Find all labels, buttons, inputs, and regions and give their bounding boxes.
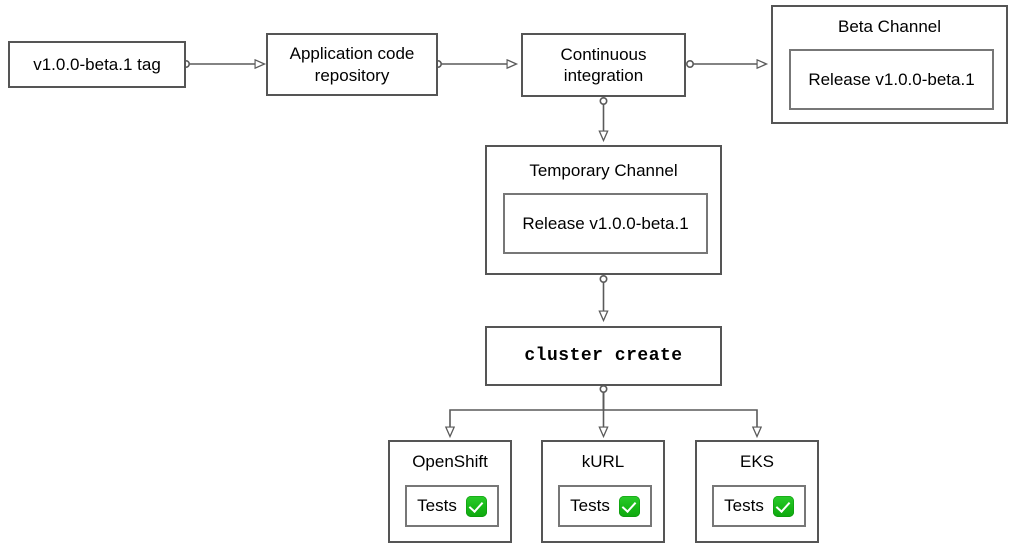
kurl-tests-text: Tests xyxy=(570,496,610,515)
edge-source-dot xyxy=(599,97,608,106)
node-continuous-integration[interactable]: Continuous integration xyxy=(521,33,686,97)
edge-source-dot xyxy=(599,384,608,393)
eks-tests-label: Tests xyxy=(724,495,794,517)
group-temporary-channel-title: Temporary Channel xyxy=(529,161,678,180)
group-platform-kurl[interactable]: kURL Tests xyxy=(541,440,665,543)
node-cluster-create[interactable]: cluster create xyxy=(485,326,722,386)
beta-channel-release-label: Release v1.0.0-beta.1 xyxy=(808,69,975,89)
group-beta-channel[interactable]: Beta Channel Release v1.0.0-beta.1 xyxy=(771,5,1008,124)
node-application-code-repository-label: Application code repository xyxy=(289,44,415,85)
edge-source-dot xyxy=(685,59,694,68)
group-platform-openshift[interactable]: OpenShift Tests xyxy=(388,440,512,543)
node-cluster-create-label: cluster create xyxy=(524,345,683,366)
green-check-icon xyxy=(465,495,487,517)
node-tag[interactable]: v1.0.0-beta.1 tag xyxy=(8,41,186,88)
green-check-icon xyxy=(772,495,794,517)
edge-cluster-create-to-eks xyxy=(602,392,758,437)
temporary-channel-release-label: Release v1.0.0-beta.1 xyxy=(522,213,689,233)
node-application-code-repository[interactable]: Application code repository xyxy=(266,33,438,96)
eks-tests-text: Tests xyxy=(724,496,764,515)
group-platform-eks[interactable]: EKS Tests xyxy=(695,440,819,543)
group-platform-openshift-title: OpenShift xyxy=(412,452,488,471)
green-check-icon xyxy=(618,495,640,517)
node-tag-label: v1.0.0-beta.1 tag xyxy=(33,54,161,74)
openshift-tests-text: Tests xyxy=(417,496,457,515)
group-platform-kurl-title: kURL xyxy=(581,452,625,471)
node-continuous-integration-label: Continuous integration xyxy=(560,44,647,85)
beta-channel-release-box[interactable]: Release v1.0.0-beta.1 xyxy=(789,49,994,110)
openshift-tests-box[interactable]: Tests xyxy=(405,485,499,527)
temporary-channel-release-box[interactable]: Release v1.0.0-beta.1 xyxy=(503,193,708,254)
kurl-tests-box[interactable]: Tests xyxy=(558,485,652,527)
group-temporary-channel[interactable]: Temporary Channel Release v1.0.0-beta.1 xyxy=(485,145,722,275)
openshift-tests-label: Tests xyxy=(417,495,487,517)
eks-tests-box[interactable]: Tests xyxy=(712,485,806,527)
group-platform-eks-title: EKS xyxy=(739,452,775,471)
group-beta-channel-title: Beta Channel xyxy=(837,17,942,36)
edge-source-dot xyxy=(599,274,608,283)
kurl-tests-label: Tests xyxy=(570,495,640,517)
edge-cluster-create-to-openshift xyxy=(450,392,605,437)
